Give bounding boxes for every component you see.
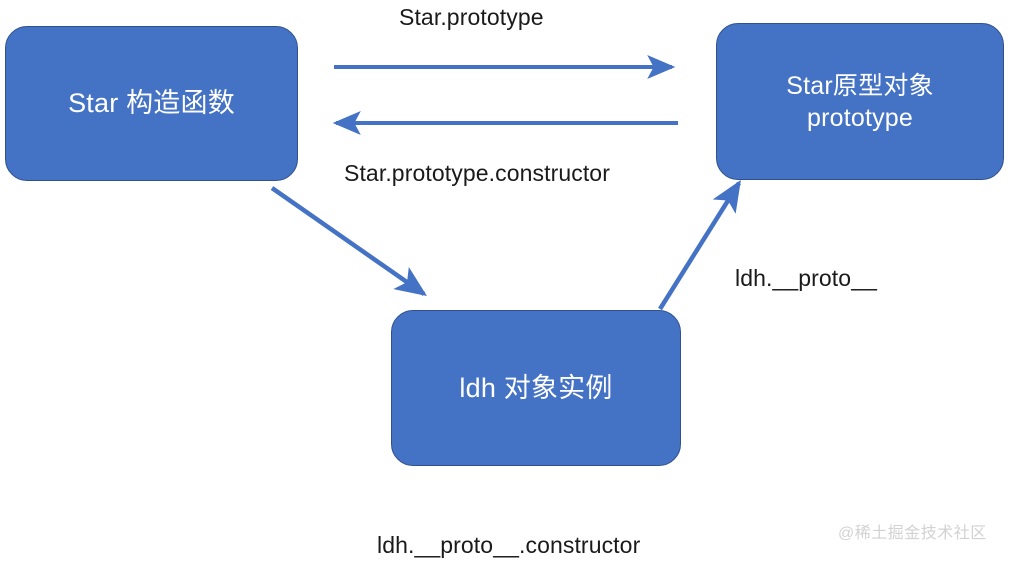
node-ldh-instance[interactable]: ldh 对象实例 [391,310,681,466]
edge-star-to-instance [270,186,427,297]
watermark: @稀土掘金技术社区 [838,525,987,542]
edge-label-star-prototype: Star.prototype [399,4,544,30]
node-star-prototype-label-line1: Star原型对象 [786,71,934,100]
node-star-prototype-label-line2: prototype [806,103,914,132]
edge-label-star-prototype-constructor: Star.prototype.constructor [344,160,610,186]
node-star-constructor[interactable]: Star 构造函数 [5,26,298,181]
node-star-prototype[interactable]: Star原型对象 prototype [716,23,1004,180]
node-ldh-instance-label: ldh 对象实例 [459,372,613,403]
edge-label-ldh-proto-constructor: ldh.__proto__.constructor [377,532,641,558]
edge-instance-to-prototype [658,179,741,311]
edge-label-ldh-proto: ldh.__proto__ [735,265,877,291]
node-star-constructor-label: Star 构造函数 [68,88,235,119]
